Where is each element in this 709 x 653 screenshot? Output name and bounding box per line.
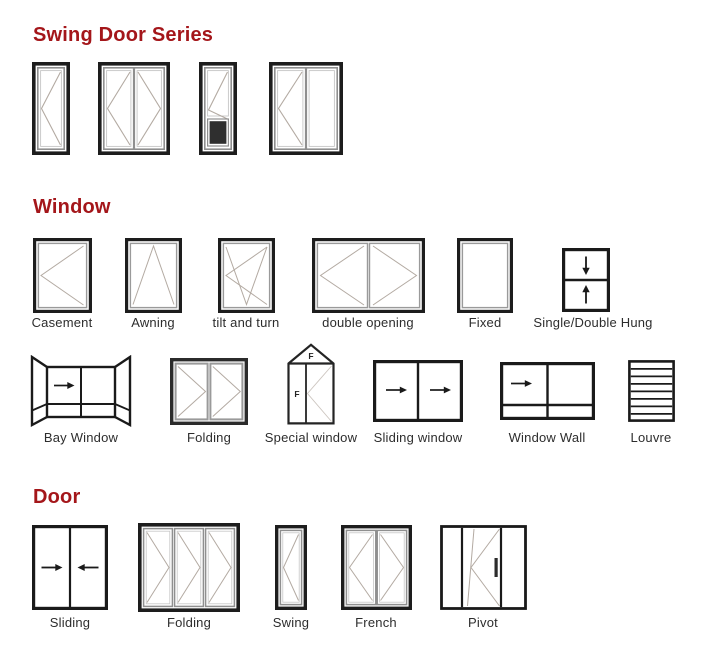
swing-door-with-fixed-panel-diagram (269, 62, 343, 155)
single-swing-door-diagram (32, 62, 70, 155)
window-wall-diagram (500, 362, 595, 420)
folding-window-label: Folding (186, 430, 232, 445)
folding-door-label: Folding (166, 615, 212, 630)
swing-door-with-kick-panel-diagram (199, 62, 237, 155)
casement-window-diagram (33, 238, 92, 313)
special-window-gable-mark: F (308, 351, 313, 361)
tilt-and-turn-window-diagram (218, 238, 275, 313)
louvre-label: Louvre (630, 430, 672, 445)
folding-window-diagram (170, 358, 248, 425)
sliding-window-diagram (373, 360, 463, 422)
single-double-hung-label: Single/Double Hung (533, 315, 653, 330)
special-window-diagram: F F (287, 343, 335, 425)
bay-window-label: Bay Window (43, 430, 119, 445)
window-heading: Window (33, 196, 111, 218)
double-opening-window-diagram (312, 238, 425, 313)
pivot-door-diagram (440, 525, 527, 610)
pivot-door-handle (494, 558, 498, 577)
casement-label: Casement (31, 315, 93, 330)
louvre-window-diagram (628, 360, 675, 422)
swing-door-label: Swing (272, 615, 310, 630)
awning-label: Awning (131, 315, 175, 330)
awning-window-diagram (125, 238, 182, 313)
french-door-label: French (355, 615, 397, 630)
french-door-diagram (341, 525, 412, 610)
bay-window-diagram (30, 355, 132, 427)
door-heading: Door (33, 486, 81, 508)
double-swing-door-diagram (98, 62, 170, 155)
window-wall-label: Window Wall (508, 430, 586, 445)
special-window-panel-mark: F (294, 389, 299, 399)
double-opening-label: double opening (322, 315, 414, 330)
tilt-and-turn-label: tilt and turn (212, 315, 280, 330)
special-window-label: Special window (264, 430, 358, 445)
fixed-label: Fixed (468, 315, 502, 330)
swing-door-diagram (275, 525, 307, 610)
folding-door-diagram (138, 523, 240, 612)
pivot-door-label: Pivot (468, 615, 498, 630)
fixed-window-diagram (457, 238, 513, 313)
sliding-door-label: Sliding (49, 615, 91, 630)
sliding-window-label: Sliding window (373, 430, 463, 445)
sliding-door-diagram (32, 525, 108, 610)
swing-door-series-heading: Swing Door Series (33, 24, 214, 46)
single-double-hung-window-diagram (562, 248, 610, 312)
